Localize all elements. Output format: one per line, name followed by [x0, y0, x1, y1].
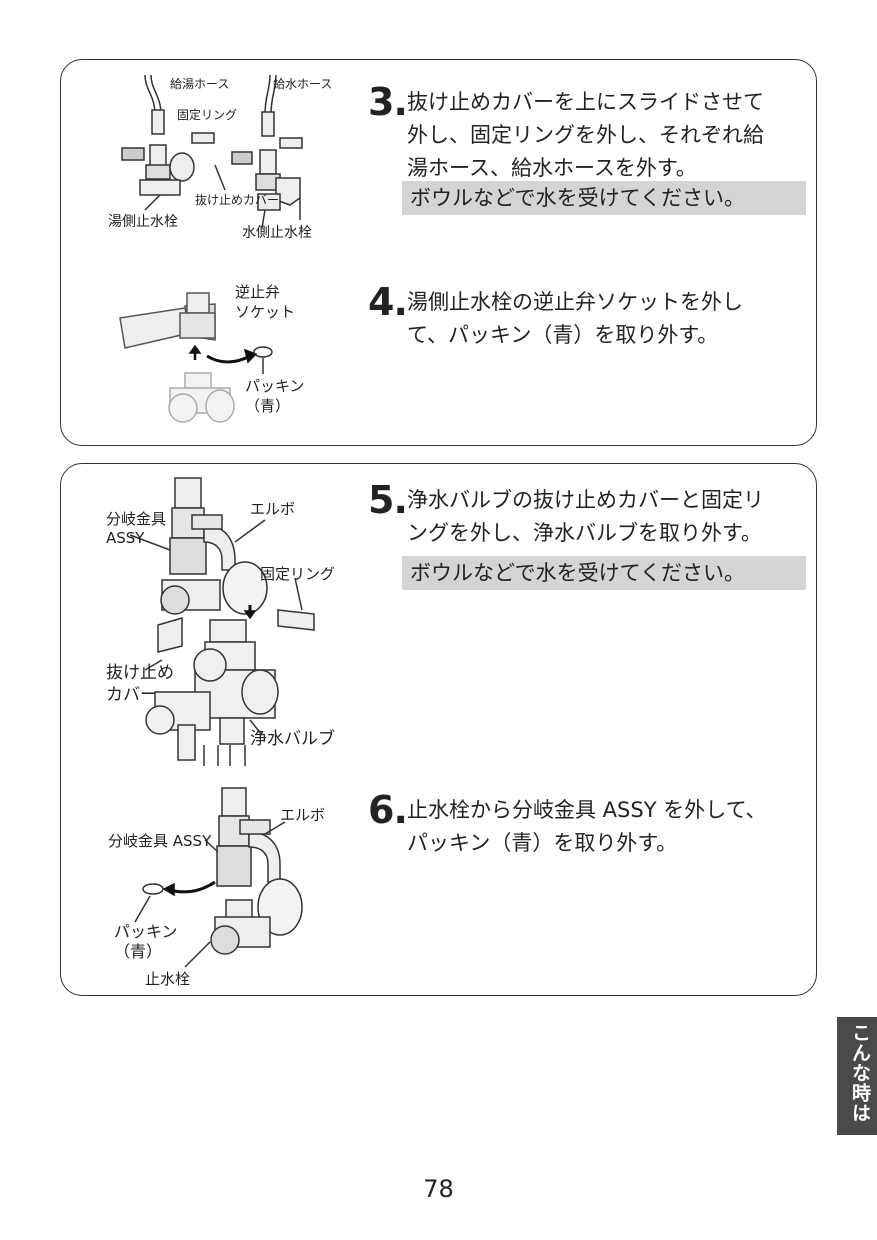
label-check-valve-socket: 逆止弁 ソケット [235, 283, 296, 321]
figure-step-3-illustration [121, 74, 303, 229]
step-4-text: 湯側止水栓の逆止弁ソケットを外し て、パッキン（青）を取り外す。 [407, 290, 743, 347]
label-elbow: エルボ [280, 806, 326, 824]
step-3-number: 3. [368, 80, 408, 124]
label-branch-assy: 分岐金具 ASSY [108, 832, 212, 850]
steps-5-6-panel [60, 463, 817, 996]
figure-step-6-illustration [134, 787, 303, 968]
label-filter-valve: 浄水バルブ [250, 729, 335, 749]
step-5-text: 浄水バルブの抜け止めカバーと固定リ ングを外し、浄水バルブを取り外す。 [407, 488, 764, 545]
label-stop-valve: 止水栓 [145, 970, 191, 988]
step-4-number: 4. [368, 280, 408, 324]
label-retaining-cover: 抜け止め カバー [106, 663, 174, 705]
figure-step-5: 分岐金具 ASSY エルボ 固定リング 抜け止め カバー 浄水バルブ [100, 470, 360, 770]
step-6-text: 止水栓から分岐金具 ASSY を外して、 パッキン（青）を取り外す。 [407, 798, 767, 855]
label-packing: パッキン （青） [114, 922, 178, 961]
figure-step-4-illustration [119, 292, 273, 423]
label-retaining-cover: 抜け止めカバー [195, 193, 280, 207]
label-cold-hose: 給水ホース [273, 77, 333, 91]
figure-step-4: 逆止弁 ソケット パッキン （青） [115, 278, 335, 428]
label-elbow: エルボ [250, 500, 296, 518]
step-6-number: 6. [368, 788, 408, 832]
section-tab[interactable]: こんな時は [837, 1017, 877, 1135]
label-hot-valve: 湯側止水栓 [108, 214, 178, 230]
step-3-note: ボウルなどで水を受けてください。 [402, 181, 806, 215]
figure-step-6: エルボ 分岐金具 ASSY パッキン （青） 止水栓 [100, 782, 350, 992]
label-cold-valve: 水側止水栓 [242, 225, 312, 241]
step-5-note: ボウルなどで水を受けてください。 [402, 556, 806, 590]
label-branch-assy: 分岐金具 ASSY [106, 510, 167, 547]
steps-3-4-panel [60, 59, 817, 446]
step-3-text: 抜け止めカバーを上にスライドさせて 外し、固定リングを外し、それぞれ給 湯ホース… [407, 90, 764, 180]
figure-step-3: 給湯ホース 給水ホース 固定リング 抜け止めカバー 湯側止水栓 水側止水栓 [100, 70, 350, 245]
figure-step-5-illustration [129, 477, 315, 766]
page-number: 78 [423, 1175, 454, 1203]
label-packing: パッキン （青） [245, 377, 305, 415]
label-fixing-ring: 固定リング [260, 565, 336, 583]
section-tab-label: こんな時は [849, 1023, 871, 1123]
label-fixing-ring: 固定リング [177, 108, 238, 122]
step-5-number: 5. [368, 478, 408, 522]
label-hot-hose: 給湯ホース [170, 77, 230, 91]
